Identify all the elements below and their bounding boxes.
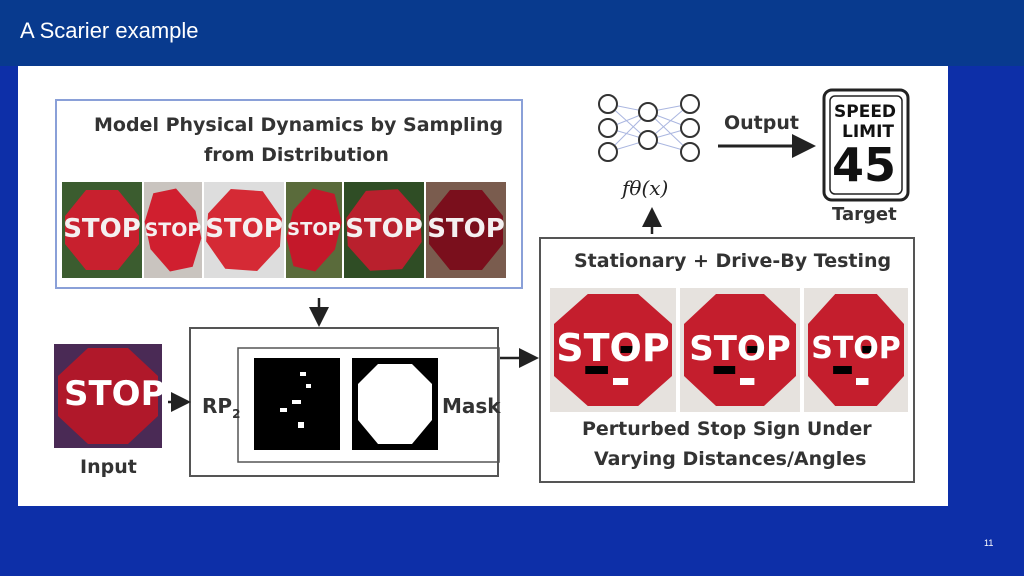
sample-stop-text: STOP — [63, 214, 141, 245]
perturbed-stop-sign: STOP — [550, 288, 676, 412]
speed-number: 45 — [832, 138, 897, 192]
network-function-label: fθ(x) — [622, 176, 669, 200]
speed-limit-sign — [822, 88, 910, 202]
testing-caption-line2: Varying Distances/Angles — [594, 448, 867, 470]
sampling-box-frame — [55, 99, 523, 289]
input-stop-text: STOP — [64, 374, 166, 414]
sample-stop-sign: STOP — [426, 182, 506, 278]
sample-stop-sign: STOP — [62, 182, 142, 278]
sample-stop-text: STOP — [205, 214, 283, 245]
limit-text: LIMIT — [842, 122, 894, 142]
sample-stop-text: STOP — [144, 218, 202, 241]
page-number: 11 — [984, 538, 994, 548]
sample-stop-text: STOP — [345, 214, 423, 245]
sample-stop-sign: STOP — [204, 182, 284, 278]
perturbed-stop-sign: STOP — [804, 288, 908, 412]
title-bar: A Scarier example — [0, 0, 1024, 66]
mask-box-frame — [237, 347, 500, 463]
sample-stop-sign: STOP — [344, 182, 424, 278]
perturbed-stop-text: STOP — [689, 328, 791, 369]
speed-text: SPEED — [834, 102, 897, 122]
perturbed-stop-sign: STOP — [680, 288, 800, 412]
rp2-subscript: 2 — [232, 407, 241, 421]
diagram-canvas — [55, 88, 915, 483]
testing-caption-line1: Perturbed Stop Sign Under — [582, 418, 872, 440]
neural-network-icon — [598, 94, 700, 162]
sample-stop-text: STOP — [427, 214, 505, 245]
testing-box-frame — [539, 237, 915, 483]
sample-stop-sign: STOP — [286, 182, 342, 278]
perturbed-stop-text: STOP — [556, 326, 670, 371]
testing-title: Stationary + Drive-By Testing — [574, 250, 892, 272]
mask-label: Mask — [442, 394, 501, 418]
sampling-title-line1: Model Physical Dynamics by Sampling — [94, 114, 504, 136]
perturbed-stop-text: STOP — [811, 331, 901, 367]
sample-stop-sign: STOP — [144, 182, 202, 278]
target-label: Target — [832, 204, 897, 225]
sampling-title-line2: from Distribution — [204, 144, 389, 166]
diagram-panel: Model Physical Dynamics by Sampling from… — [18, 66, 948, 506]
perturbed-stop-signs: STOP STOP STOP — [550, 288, 910, 412]
slide-title: A Scarier example — [20, 18, 199, 43]
output-label: Output — [724, 112, 799, 134]
rp2-label: RP2 — [202, 394, 240, 421]
input-stop-sign: STOP — [54, 344, 166, 448]
sample-stop-text: STOP — [287, 219, 341, 241]
rp2-text: RP — [202, 394, 233, 418]
input-label: Input — [80, 456, 137, 478]
